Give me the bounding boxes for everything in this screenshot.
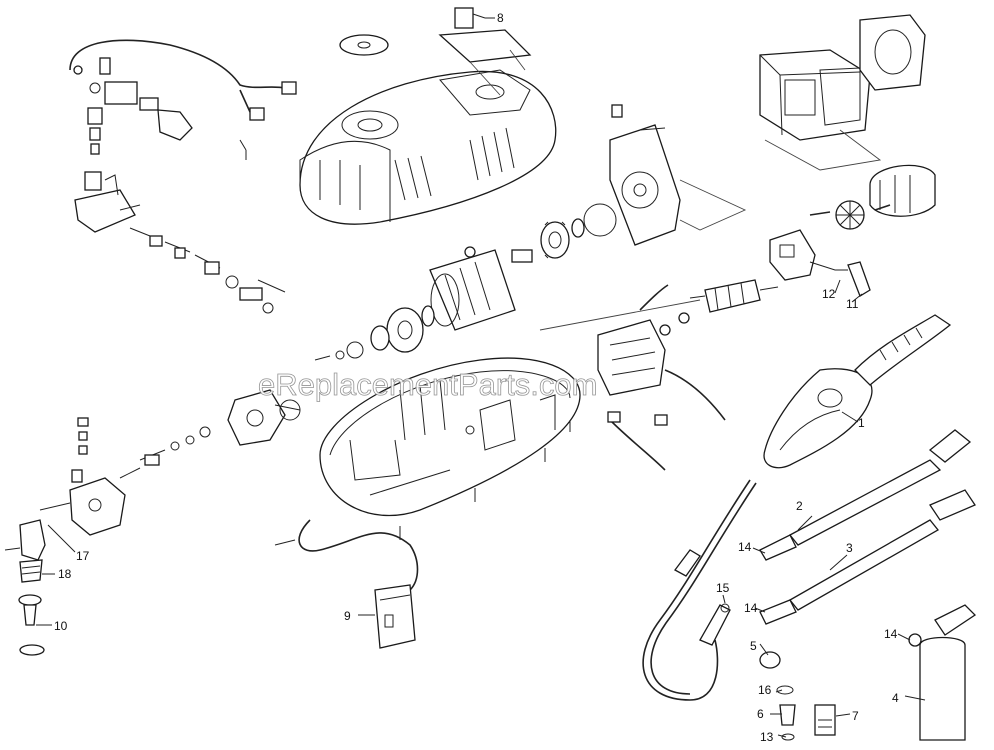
top-cover <box>299 69 557 225</box>
fan-cover <box>859 14 926 91</box>
callout-10: 10 <box>54 619 68 633</box>
leader-lines <box>36 17 926 738</box>
gear-cover <box>609 104 681 246</box>
watermark-text: eReplacementParts.com <box>258 367 597 402</box>
callout-11: 11 <box>846 297 859 311</box>
valve-column <box>77 417 89 455</box>
callout-18: 18 <box>58 567 72 581</box>
callout-15: 15 <box>716 581 730 595</box>
armature <box>678 279 779 324</box>
detergent-bottle <box>908 604 977 741</box>
callout-6: 6 <box>757 707 764 721</box>
callout-16: 16 <box>758 683 772 697</box>
callout-14-c: 14 <box>884 627 898 641</box>
trigger-gun <box>763 314 952 469</box>
callout-17: 17 <box>76 549 90 563</box>
hose-reel-plate <box>438 7 532 63</box>
wobble-plate <box>370 305 435 353</box>
nozzle-parts <box>720 603 836 741</box>
housing-screws <box>399 420 571 540</box>
piston-stack <box>139 426 211 466</box>
callout-13: 13 <box>760 730 774 744</box>
spray-wand-long <box>759 429 972 561</box>
callout-8: 8 <box>497 11 504 25</box>
callout-labels: 1 2 3 4 5 6 7 8 9 10 11 12 13 14 14 14 1… <box>54 11 899 744</box>
stator <box>597 319 671 396</box>
cover-washer <box>339 34 389 56</box>
end-bell <box>869 164 936 217</box>
manifold <box>39 467 141 536</box>
pump-head <box>227 389 301 446</box>
callout-1: 1 <box>858 416 865 430</box>
motor-bracket <box>769 229 871 297</box>
gfci-plug <box>374 584 416 649</box>
gear <box>511 221 570 263</box>
callout-12: 12 <box>822 287 836 301</box>
callout-14-a: 14 <box>738 540 752 554</box>
wave-washer-stack <box>314 341 364 361</box>
callout-2: 2 <box>796 499 803 513</box>
fan-impeller <box>835 200 865 230</box>
base-housing <box>319 357 581 517</box>
callout-5: 5 <box>750 639 757 653</box>
motor-shroud <box>759 49 871 141</box>
callout-7: 7 <box>852 709 859 723</box>
pump-housing <box>429 246 516 331</box>
inlet-fitting <box>4 519 46 656</box>
callout-4: 4 <box>892 691 899 705</box>
callout-14-b: 14 <box>744 601 758 615</box>
valve-spring-stack <box>129 227 286 314</box>
bearing-plate <box>571 203 617 238</box>
wiring-harness <box>69 39 297 160</box>
spray-wand-short <box>759 489 976 625</box>
unloader-valve <box>74 107 141 233</box>
callout-9: 9 <box>344 609 351 623</box>
high-pressure-hose <box>642 479 757 701</box>
callout-3: 3 <box>846 541 853 555</box>
